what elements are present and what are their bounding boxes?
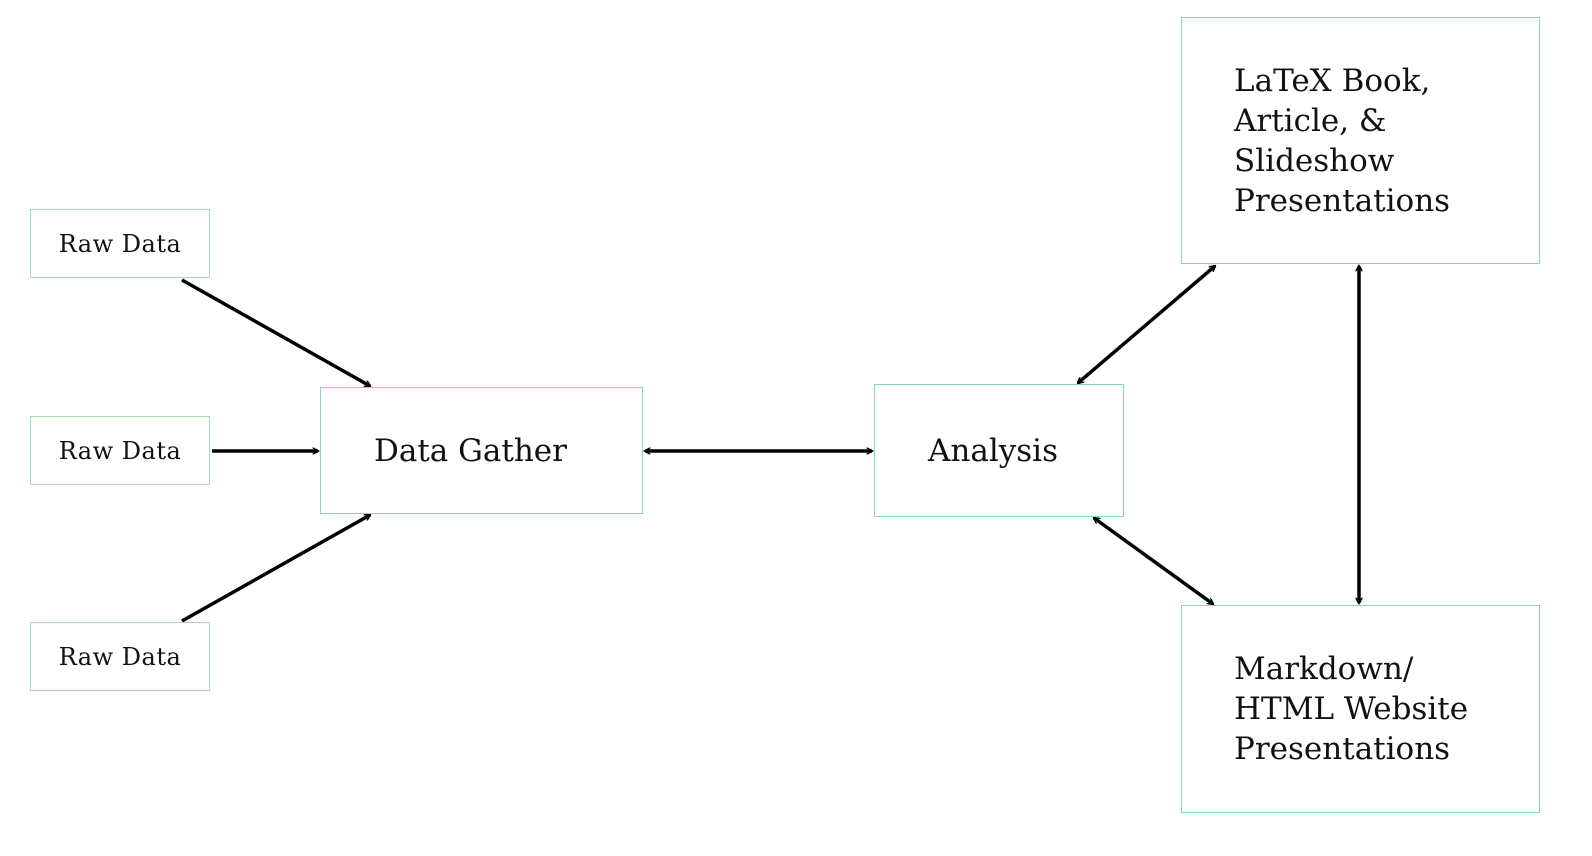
edge-raw-data-3-to-data-gather <box>181 513 370 623</box>
edge-analysis-markdown-output <box>1094 516 1213 606</box>
markdown-output-label: Markdown/ HTML Website Presentations <box>1234 651 1469 767</box>
raw-data-label-3: Raw Data <box>58 642 182 671</box>
raw-data-box-1: Raw Data <box>30 209 210 278</box>
raw-data-label-1: Raw Data <box>58 229 182 258</box>
raw-data-box-2: Raw Data <box>30 416 210 485</box>
edge-analysis-latex-output <box>1078 266 1215 383</box>
raw-data-box-3: Raw Data <box>30 622 210 691</box>
data-gather-box: Data Gather <box>320 387 643 514</box>
latex-output-label: LaTeX Book, Article, & Slideshow Present… <box>1234 62 1451 219</box>
raw-data-label-2: Raw Data <box>58 436 182 465</box>
analysis-box: Analysis <box>874 384 1124 517</box>
latex-output-box: LaTeX Book, Article, & Slideshow Present… <box>1181 17 1540 264</box>
data-gather-label: Data Gather <box>374 432 567 469</box>
edge-raw-data-1-to-data-gather <box>181 278 370 388</box>
analysis-label: Analysis <box>928 432 1058 469</box>
markdown-output-box: Markdown/ HTML Website Presentations <box>1181 605 1540 813</box>
